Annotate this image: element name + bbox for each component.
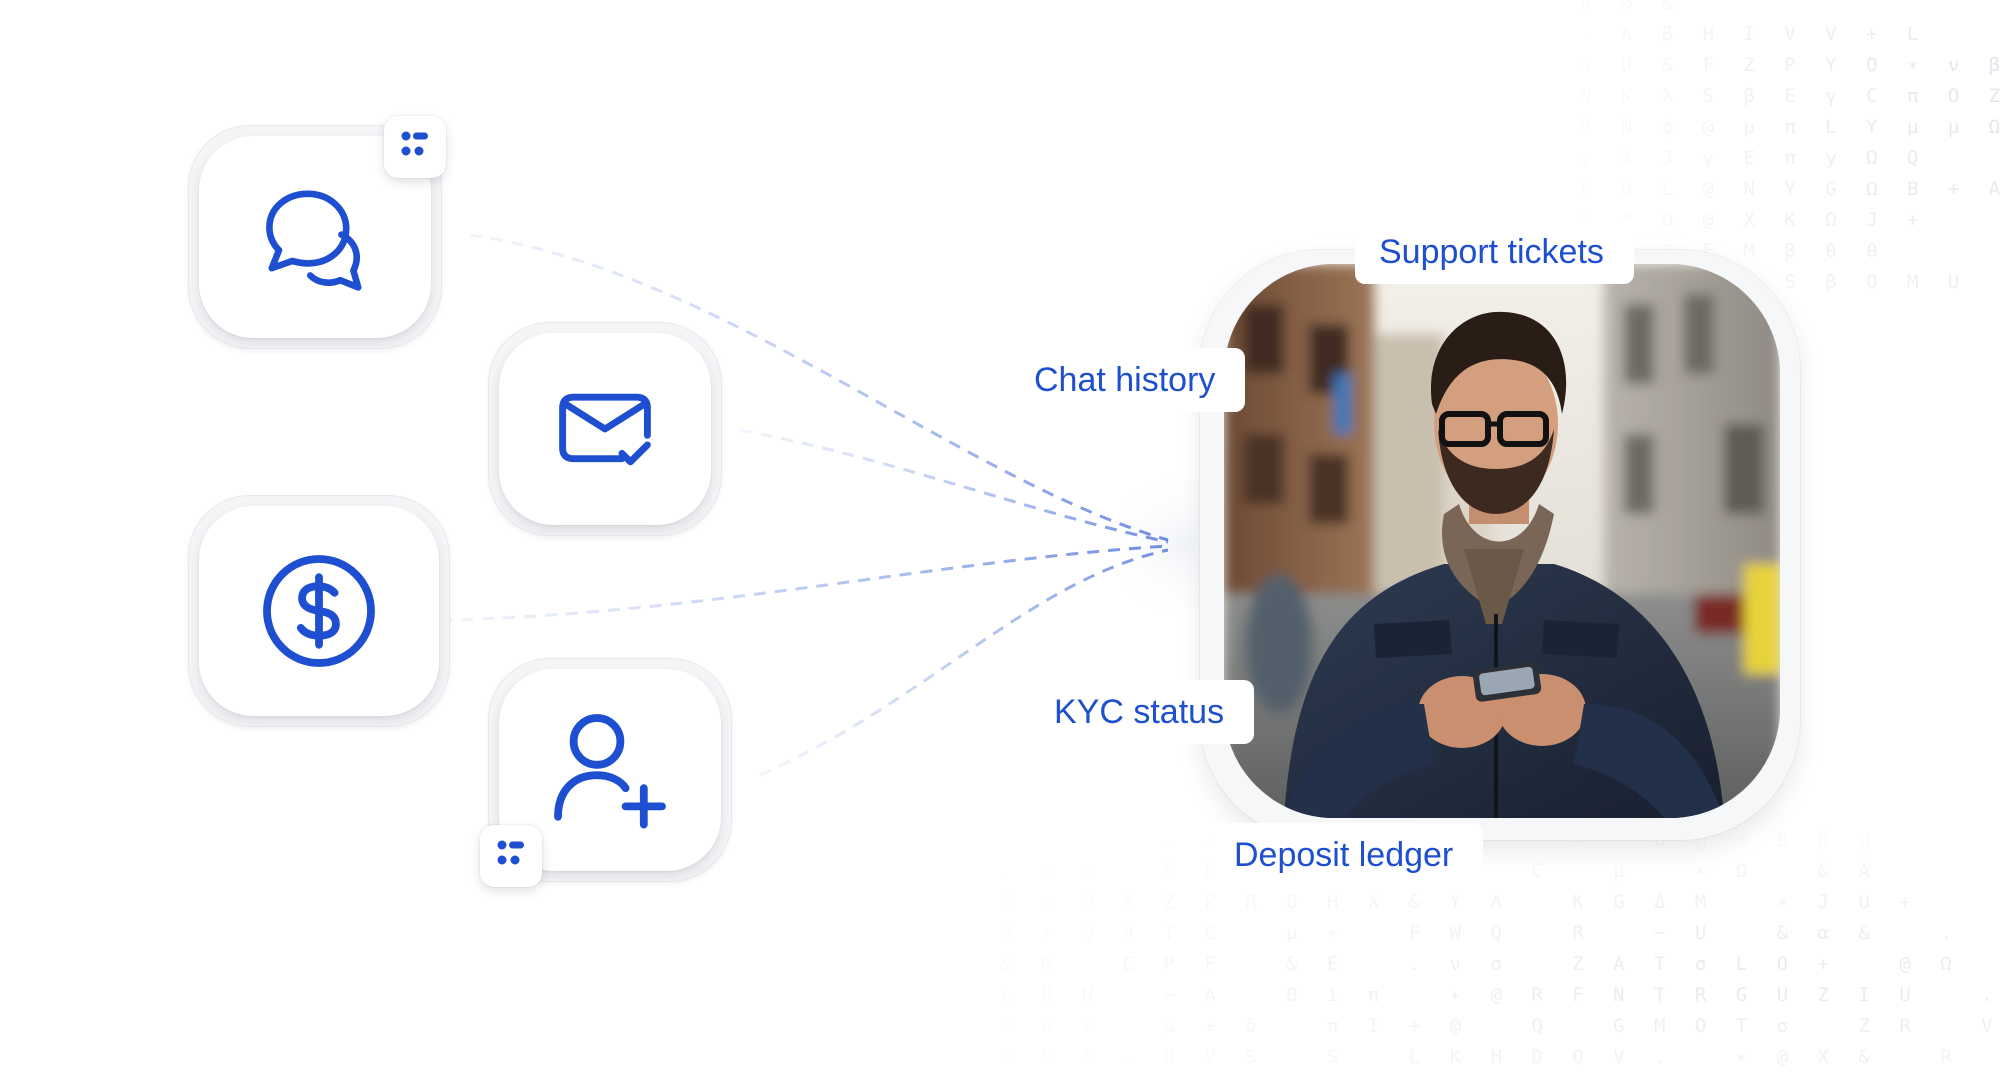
deposit-tile-face [199, 506, 439, 716]
label-support-tickets: Support tickets [1355, 220, 1634, 284]
chat-bubbles-icon [255, 177, 375, 297]
list-icon [493, 836, 529, 877]
label-chat-history: Chat history [1010, 348, 1246, 412]
list-icon [397, 127, 433, 168]
mail-check-icon [552, 376, 658, 482]
customer-photo-card [1200, 250, 1800, 840]
user-plus-icon [545, 705, 675, 835]
label-kyc-status: KYC status [1030, 680, 1255, 744]
email-tile-face [499, 333, 711, 525]
dollar-circle-icon [254, 546, 384, 676]
connector-user [759, 548, 1169, 777]
connector-deposit [439, 544, 1169, 622]
user-tile-badge [480, 825, 542, 887]
chat-tile-badge [384, 116, 446, 178]
chat-tile[interactable] [188, 125, 442, 349]
connector-chat [469, 233, 1169, 542]
customer-photo [1224, 264, 1780, 818]
email-tile[interactable] [488, 322, 722, 536]
label-deposit-ledger: Deposit ledger [1210, 823, 1484, 887]
deposit-tile[interactable] [188, 495, 450, 727]
connector-email [739, 428, 1169, 544]
